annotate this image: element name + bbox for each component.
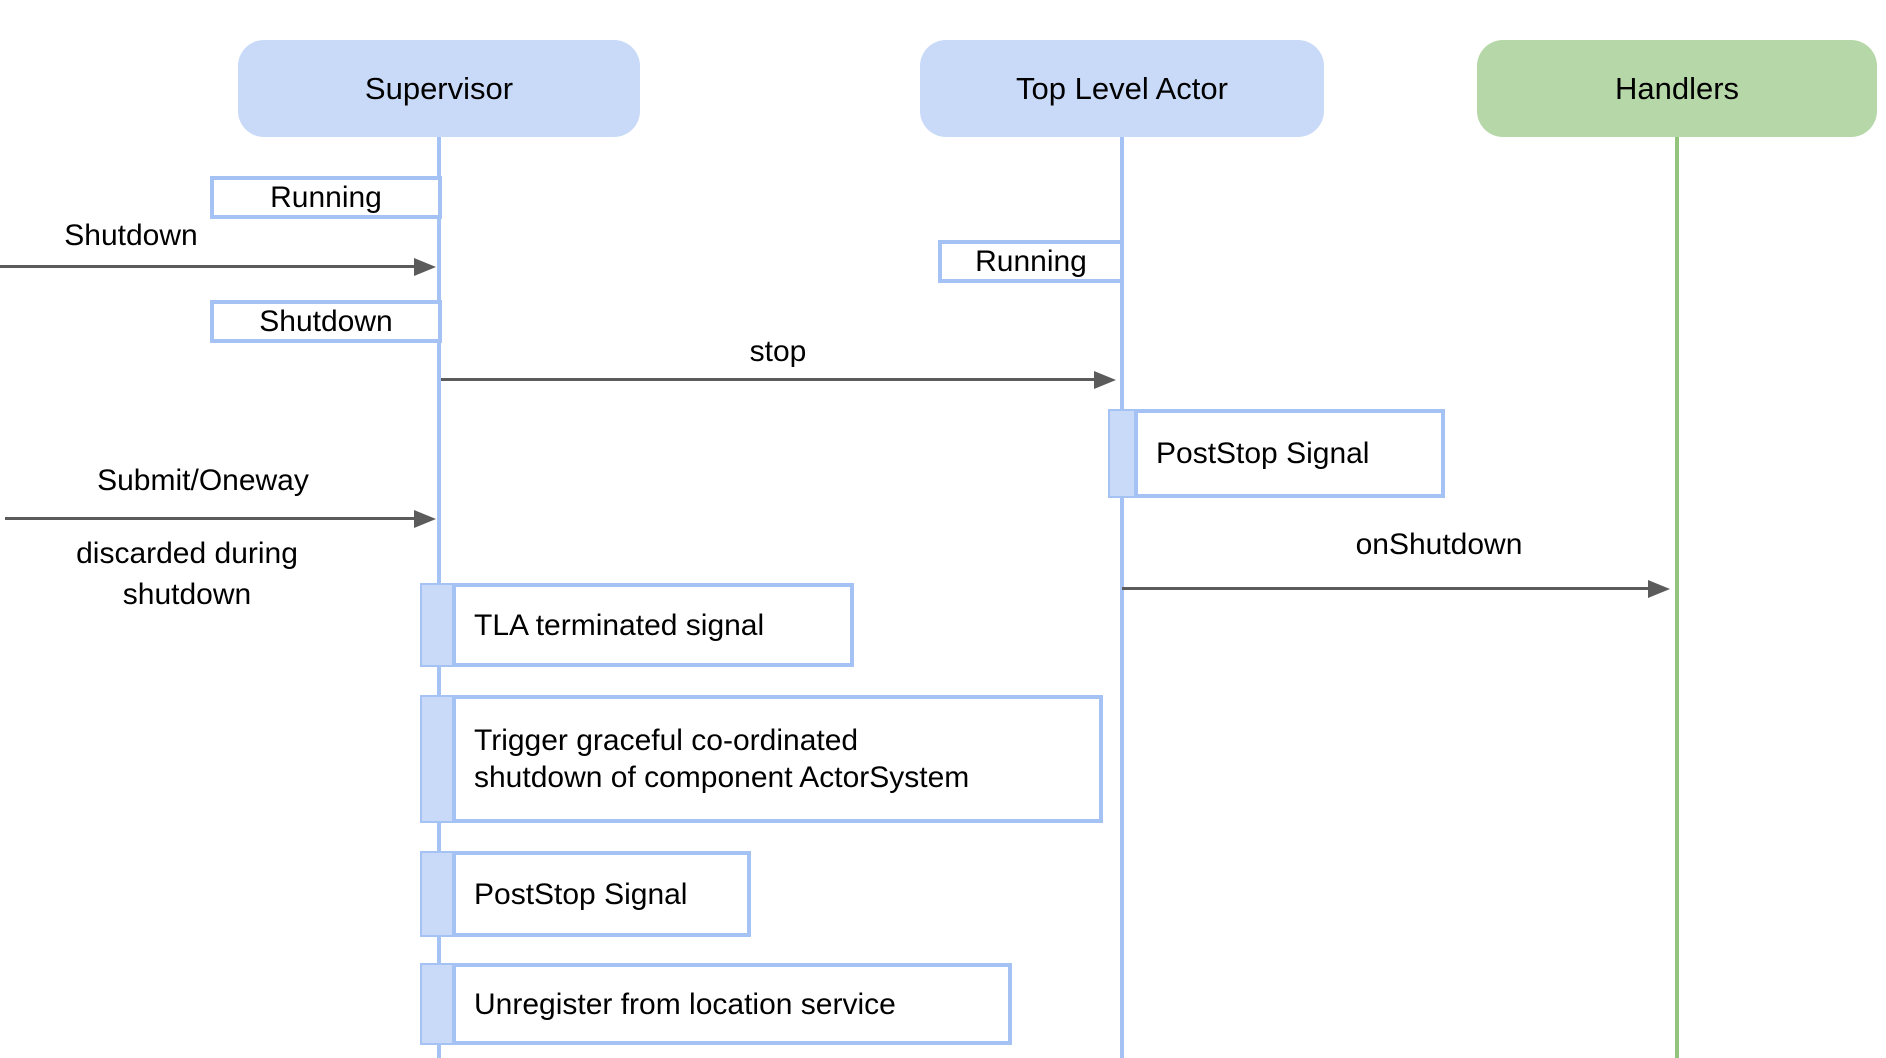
message-arrow-stop xyxy=(441,378,1095,381)
state-label: Shutdown xyxy=(259,304,393,338)
lifeline-top-level-actor xyxy=(1120,137,1124,1058)
message-arrow-submit-oneway xyxy=(5,517,415,520)
message-arrow-onshutdown xyxy=(1122,587,1649,590)
arrowhead-icon xyxy=(414,510,436,528)
actor-box-top-level-actor: Top Level Actor xyxy=(920,40,1324,137)
callout-tla-terminated-signal: TLA terminated signal xyxy=(452,583,854,667)
activation-bar-tla-poststop xyxy=(1108,409,1136,498)
callout-label: PostStop Signal xyxy=(474,877,688,911)
message-label-stop: stop xyxy=(749,335,807,368)
message-label-shutdown: Shutdown xyxy=(64,219,198,252)
actor-label-supervisor: Supervisor xyxy=(364,71,514,106)
activation-bar-tla-terminated xyxy=(420,583,454,667)
message-note-discarded-during-shutdown: discarded during shutdown xyxy=(76,537,298,611)
callout-unregister-location-service: Unregister from location service xyxy=(452,963,1012,1045)
callout-label: TLA terminated signal xyxy=(474,608,765,642)
state-box-supervisor-shutdown: Shutdown xyxy=(210,300,442,343)
message-label-submit-oneway: Submit/Oneway xyxy=(97,464,309,497)
callout-label: PostStop Signal xyxy=(1156,437,1370,470)
actor-label-handlers: Handlers xyxy=(1614,71,1740,106)
callout-label: Trigger graceful co-ordinated shutdown o… xyxy=(474,724,970,794)
activation-bar-trigger-shutdown xyxy=(420,695,454,823)
state-label: Running xyxy=(975,244,1087,278)
actor-label-top-level-actor: Top Level Actor xyxy=(1016,71,1228,106)
state-box-supervisor-running: Running xyxy=(210,176,442,219)
message-arrow-shutdown xyxy=(0,265,415,268)
activation-bar-unregister xyxy=(420,963,454,1045)
lifeline-handlers xyxy=(1675,137,1679,1058)
actor-box-supervisor: Supervisor xyxy=(238,40,640,137)
callout-supervisor-poststop-signal: PostStop Signal xyxy=(452,851,751,937)
callout-label: Unregister from location service xyxy=(474,987,896,1021)
arrowhead-icon xyxy=(1094,371,1116,389)
message-label-onshutdown: onShutdown xyxy=(1355,528,1523,561)
arrowhead-icon xyxy=(414,258,436,276)
actor-box-handlers: Handlers xyxy=(1477,40,1877,137)
arrowhead-icon xyxy=(1648,580,1670,598)
state-label: Running xyxy=(270,180,382,214)
state-box-tla-running: Running xyxy=(938,240,1124,283)
callout-tla-poststop-signal: PostStop Signal xyxy=(1134,409,1445,498)
activation-bar-supervisor-poststop xyxy=(420,851,454,937)
callout-trigger-graceful-shutdown: Trigger graceful co-ordinated shutdown o… xyxy=(452,695,1103,823)
